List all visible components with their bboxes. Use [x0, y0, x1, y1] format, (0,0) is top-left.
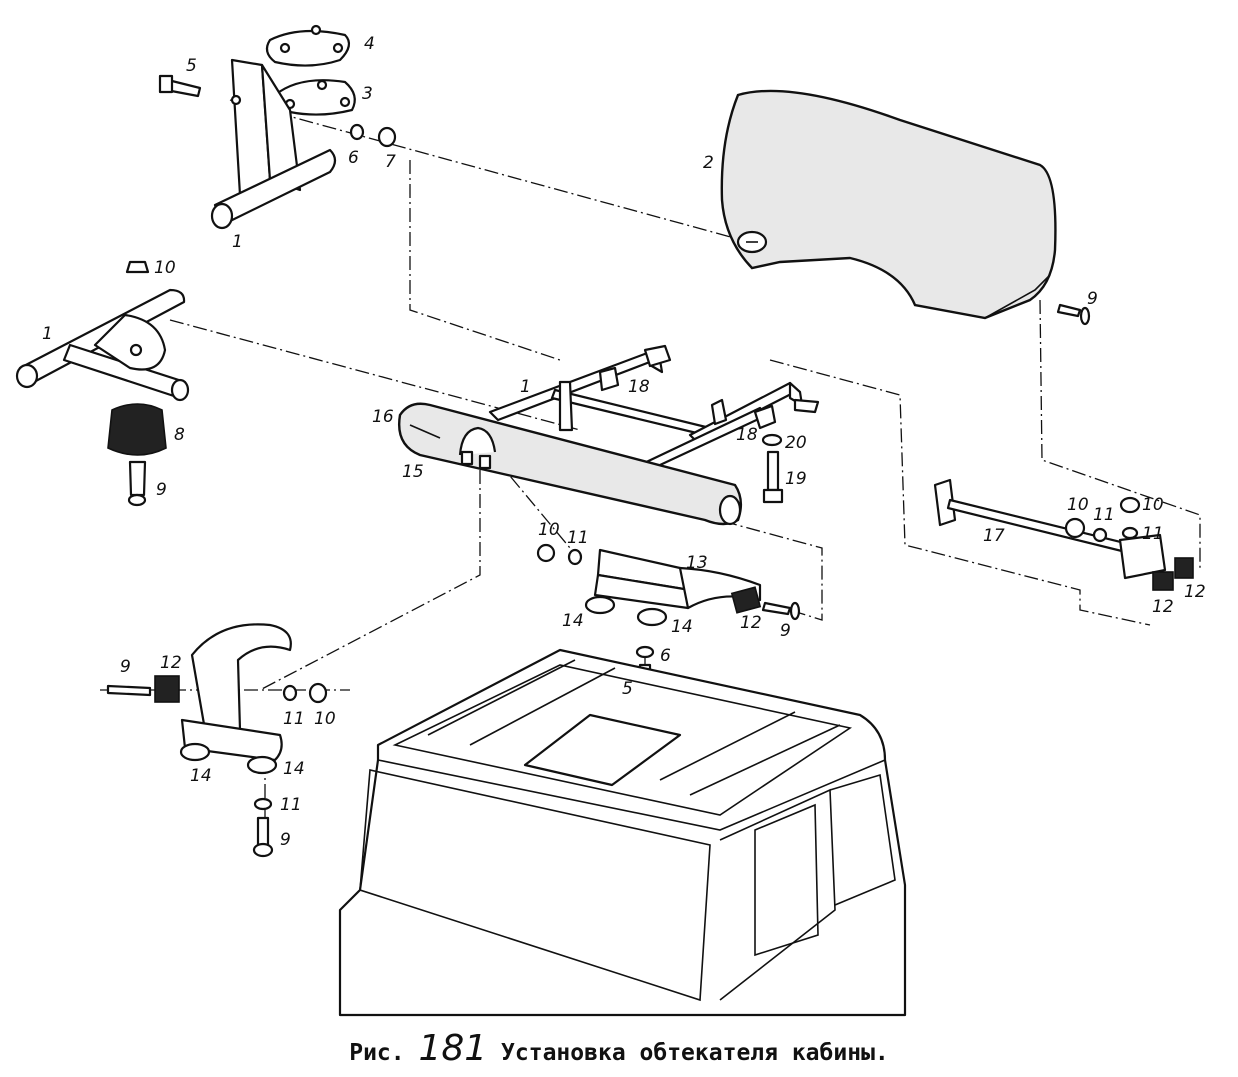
callout-1: 1: [520, 377, 531, 397]
callout-9: 9: [156, 480, 167, 500]
callout-11: 11: [1142, 524, 1164, 544]
upper-mounting-bracket: [158, 24, 397, 230]
caption-title: Установка обтекателя кабины.: [501, 1040, 889, 1066]
callout-12: 12: [160, 653, 182, 673]
callout-5: 5: [186, 56, 197, 76]
exploded-assembly-diagram: 4 5 3 6 7 1 2 10 1 8 9 9 1 18 16 15 18 2…: [15, 24, 1206, 1017]
caption-prefix: Рис.: [349, 1040, 405, 1066]
callout-14: 14: [671, 617, 693, 637]
left-t-pipe-support: [15, 260, 190, 507]
callout-11: 11: [1093, 505, 1115, 525]
callout-17: 17: [983, 526, 1005, 546]
callout-11: 11: [283, 709, 305, 729]
figure-number: 181: [418, 1028, 488, 1069]
lower-left-bracket: [106, 623, 655, 858]
callout-1: 1: [42, 324, 53, 344]
callout-10: 10: [1142, 495, 1164, 515]
callout-18: 18: [736, 425, 758, 445]
callout-7: 7: [385, 152, 396, 172]
side-bracket: [933, 303, 1194, 591]
callout-16: 16: [372, 407, 394, 427]
callout-12: 12: [1152, 597, 1174, 617]
callout-14: 14: [283, 759, 305, 779]
callout-12: 12: [740, 613, 762, 633]
center-support-bracket: [536, 543, 801, 627]
callout-5: 5: [622, 679, 633, 699]
callout-18: 18: [628, 377, 650, 397]
callout-2: 2: [703, 153, 714, 173]
callout-15: 15: [402, 462, 424, 482]
front-beam: [398, 402, 743, 526]
callout-9: 9: [280, 830, 291, 850]
callout-labels: 4 5 3 6 7 1 2 10 1 8 9 9 1 18 16 15 18 2…: [42, 34, 1206, 850]
callout-8: 8: [174, 425, 185, 445]
callout-20: 20: [785, 433, 807, 453]
callout-4: 4: [364, 34, 375, 54]
callout-14: 14: [562, 611, 584, 631]
callout-10: 10: [538, 520, 560, 540]
callout-19: 19: [785, 469, 807, 489]
callout-10: 10: [1067, 495, 1089, 515]
callout-9: 9: [120, 657, 131, 677]
roof-frame: [488, 344, 820, 504]
callout-14: 14: [190, 766, 212, 786]
callout-9: 9: [780, 621, 791, 641]
callout-3: 3: [362, 84, 373, 104]
callout-10: 10: [154, 258, 176, 278]
callout-11: 11: [280, 795, 302, 815]
callout-1: 1: [232, 232, 243, 252]
callout-12: 12: [1184, 582, 1206, 602]
callout-11: 11: [567, 528, 589, 548]
truck-cab: [338, 648, 907, 1017]
callout-10: 10: [314, 709, 336, 729]
fairing-shell: [720, 89, 1057, 320]
callout-13: 13: [686, 553, 708, 573]
callout-6: 6: [660, 646, 671, 666]
callout-6: 6: [348, 148, 359, 168]
figure-caption: Рис. 181 Установка обтекателя кабины.: [0, 1028, 1238, 1069]
callout-9: 9: [1087, 289, 1098, 309]
